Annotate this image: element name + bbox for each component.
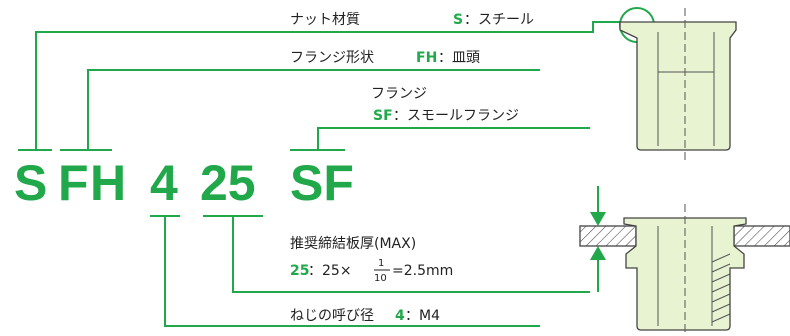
rivet-nut-installed — [579, 186, 790, 336]
grip-range-value-a: ：25× — [308, 263, 352, 279]
rivet-nut-uninstalled — [619, 8, 737, 160]
leader-to-part — [540, 21, 620, 33]
flange-shape-code: FH — [416, 50, 437, 66]
product-code: S F H 4 25 SF — [14, 155, 354, 211]
label-thread: ねじの呼び径 4 ：M4 — [290, 308, 440, 324]
flange-shape-name: フランジ形状 — [290, 50, 374, 66]
leader-flange-shape — [87, 69, 540, 150]
code-char-h: H — [90, 155, 126, 211]
grip-range-code: 25 — [290, 263, 309, 279]
code-size: 4 — [150, 155, 178, 211]
flange-type-code: SF — [373, 108, 393, 124]
grip-range-frac-num: 1 — [378, 258, 384, 269]
code-char-s: S — [14, 155, 47, 211]
label-flange-shape: フランジ形状 FH ：皿頭 — [290, 50, 480, 66]
leader-nut-material — [35, 31, 540, 150]
grip-range-frac-den: 10 — [374, 273, 387, 284]
thread-code: 4 — [395, 308, 405, 324]
label-nut-material: ナット材質 S ：スチール — [290, 12, 534, 28]
thread-name: ねじの呼び径 — [290, 308, 374, 324]
nut-material-value: ：スチール — [464, 12, 534, 28]
plate-left — [579, 225, 637, 247]
rivet-nut-body — [619, 21, 737, 151]
thickness-arrow-bottom — [590, 246, 606, 260]
code-grip: 25 — [200, 155, 256, 211]
grip-range-name: 推奨締結板厚(MAX) — [290, 235, 416, 252]
grip-range-value-b: =2.5mm — [392, 263, 453, 279]
code-flange-type: SF — [290, 155, 354, 211]
label-grip-range: 推奨締結板厚(MAX) 25 ：25× 1 10 =2.5mm — [290, 235, 453, 284]
leader-flange-type — [317, 127, 590, 150]
flange-type-value: ：スモールフランジ — [393, 108, 519, 124]
installed-nut-body — [623, 217, 747, 331]
thread-value: ：M4 — [405, 308, 440, 324]
leader-thread — [164, 216, 540, 327]
thread-hatch — [711, 253, 731, 323]
leader-grip-range — [232, 216, 590, 293]
plate-right — [733, 225, 790, 247]
nut-material-code: S — [453, 12, 463, 28]
code-char-f: F — [58, 155, 89, 211]
nut-material-name: ナット材質 — [290, 12, 360, 28]
label-flange-type: フランジ SF ：スモールフランジ — [371, 86, 519, 124]
flange-shape-value: ：皿頭 — [438, 50, 480, 66]
flange-type-name: フランジ — [371, 86, 427, 102]
thickness-arrow-top — [590, 212, 606, 226]
